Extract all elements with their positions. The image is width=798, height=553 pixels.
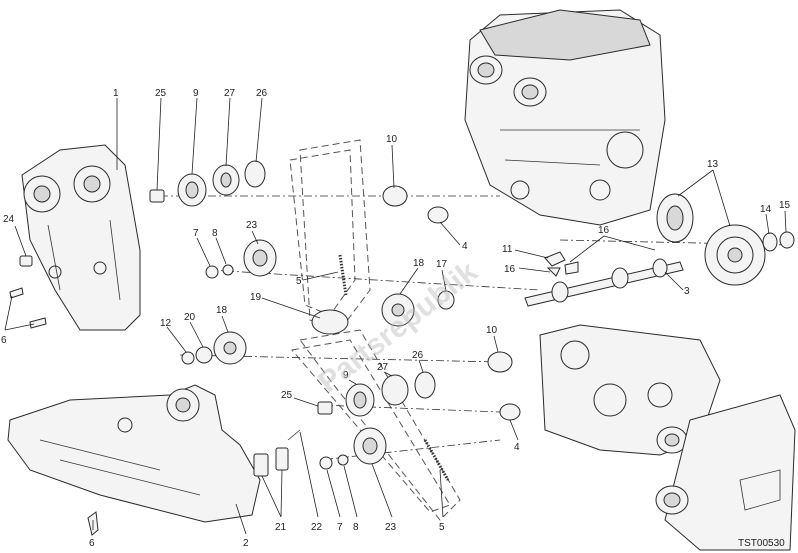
callout-23: 23	[246, 220, 258, 231]
callout-25: 25	[281, 390, 293, 401]
callout-18: 18	[413, 258, 425, 269]
callout-26: 26	[412, 350, 424, 361]
callout-2: 2	[243, 538, 249, 549]
callout-10: 10	[386, 134, 398, 145]
callout-15: 15	[779, 200, 791, 211]
callout-17: 17	[436, 259, 448, 270]
callout-8: 8	[353, 522, 359, 533]
callout-23: 23	[385, 522, 397, 533]
callout-24: 24	[3, 214, 15, 225]
diagram-code: TST00530	[738, 538, 785, 549]
callout-20: 20	[184, 312, 196, 323]
callout-9: 9	[193, 88, 199, 99]
horizontal-belt-cover	[7, 384, 261, 523]
callout-21: 21	[275, 522, 287, 533]
callout-25: 25	[155, 88, 167, 99]
callout-3: 3	[684, 286, 690, 297]
small-parts	[19, 160, 521, 477]
callout-13: 13	[707, 159, 719, 170]
vertical-belt-cover	[21, 144, 141, 331]
callout-10: 10	[486, 325, 498, 336]
callout-1: 1	[113, 88, 119, 99]
callout-22: 22	[311, 522, 323, 533]
leader-lines	[4, 97, 787, 535]
callout-19: 19	[250, 292, 262, 303]
callout-8: 8	[212, 228, 218, 239]
callout-4: 4	[514, 442, 520, 453]
callout-6: 6	[1, 335, 7, 346]
callout-27: 27	[224, 88, 236, 99]
upper-cylinder-head	[464, 9, 666, 226]
camshaft-pulleys	[656, 193, 795, 286]
camshaft-assembly	[524, 251, 684, 307]
lower-cylinder-head	[539, 324, 796, 551]
callout-16: 16	[598, 225, 610, 236]
callout-18: 18	[216, 305, 228, 316]
callout-27: 27	[377, 362, 389, 373]
callout-11: 11	[502, 244, 513, 255]
lower-timing-belt	[291, 329, 461, 521]
callout-9: 9	[343, 370, 349, 381]
callout-26: 26	[256, 88, 268, 99]
callout-5: 5	[296, 276, 302, 287]
callout-4: 4	[462, 241, 468, 252]
callout-6: 6	[89, 538, 95, 549]
callout-labels: 1 25 9 27 26 10 13 14 15 24 7 8 23 16 11…	[1, 88, 791, 549]
callout-14: 14	[760, 204, 772, 215]
callout-7: 7	[193, 228, 199, 239]
upper-timing-belt	[289, 139, 371, 331]
callout-5: 5	[439, 522, 445, 533]
callout-12: 12	[160, 318, 172, 329]
callout-16: 16	[504, 264, 516, 275]
callout-7: 7	[337, 522, 343, 533]
